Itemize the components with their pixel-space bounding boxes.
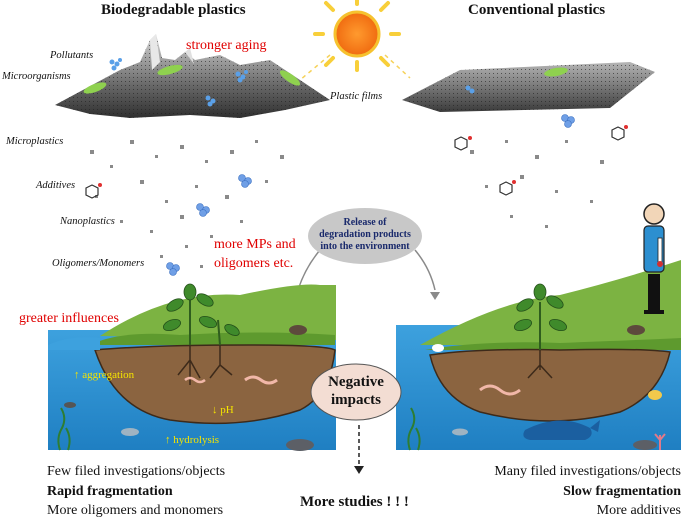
bottom-right-line2: Slow fragmentation (563, 484, 681, 499)
note-ph: ↓ pH (212, 404, 234, 416)
label-plastic-films: Plastic films (330, 91, 383, 102)
biodegradable-film (55, 34, 330, 118)
release-bubble (308, 208, 422, 264)
note-hydrolysis: ↑ hydrolysis (165, 434, 220, 446)
title-conventional: Conventional plastics (468, 2, 606, 18)
label-additives: Additives (36, 180, 76, 191)
studies-arrow (354, 425, 364, 474)
impacts-bubble-text: Negative impacts (328, 374, 384, 408)
left-ecosystem (48, 283, 336, 451)
impacts-bubble (310, 363, 402, 421)
right-particles (470, 140, 604, 228)
note-aggregation: ↑ aggregation (74, 369, 135, 381)
left-particles (90, 140, 284, 268)
bottom-left-line1: Few filed investigations/objects (47, 464, 226, 479)
title-biodegradable: Biodegradable plastics (101, 2, 246, 18)
label-oligomers-monomers: Oligomers/Monomers (52, 258, 145, 269)
bottom-left-line2: Rapid fragmentation (47, 484, 173, 499)
release-bubble-text: Release of degradation products into the… (319, 217, 411, 252)
sun-icon (313, 0, 401, 72)
label-pollutants: Pollutants (50, 50, 94, 61)
oligomer-icon (166, 114, 575, 276)
additive-molecule-icon (85, 126, 625, 199)
note-stronger-aging: stronger aging (186, 38, 267, 53)
label-nanoplastics: Nanoplastics (60, 216, 115, 227)
bottom-right-line3: More additives (596, 503, 681, 518)
label-microplastics: Microplastics (6, 136, 64, 147)
sun-rays (299, 54, 411, 81)
right-ecosystem (396, 260, 681, 451)
more-studies: More studies ! ! ! (300, 494, 409, 510)
conventional-film (402, 62, 655, 112)
note-more-mps-1: more MPs and (214, 237, 296, 252)
note-more-mps-2: oligomers etc. (214, 256, 294, 271)
label-microorganisms: Microorganisms (2, 71, 71, 82)
note-greater-influences: greater influences (19, 311, 119, 326)
bottom-left-line3: More oligomers and monomers (47, 503, 224, 518)
person-icon (643, 203, 665, 314)
bottom-right-line1: Many filed investigations/objects (494, 464, 681, 479)
